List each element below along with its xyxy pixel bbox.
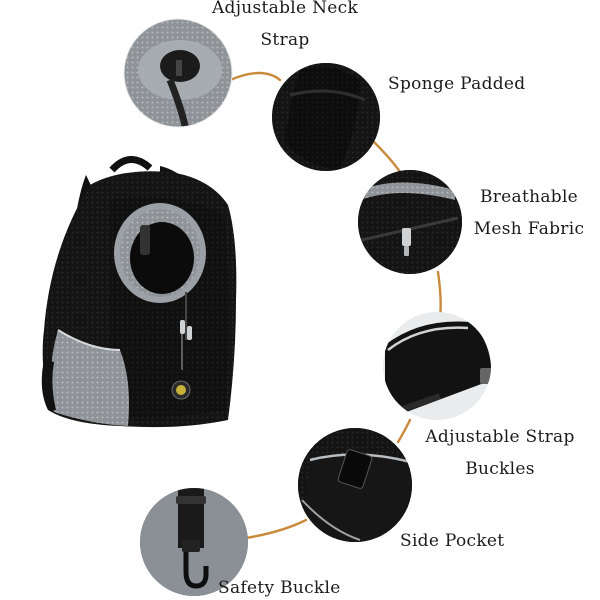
label-safety-buckle: Safety Buckle [218,578,341,598]
label-strap-buckles-line2: Buckles [465,459,535,479]
safety-clip-icon [140,488,248,596]
label-neck-strap-line2: Strap [260,30,310,50]
label-strap-buckles-line1: Adjustable Strap [425,427,575,447]
label-breathable-mesh-line1: Breathable [479,187,579,207]
label-side-pocket: Side Pocket [400,531,505,551]
label-sponge-padded: Sponge Padded [388,74,526,94]
label-breathable-mesh: Breathable Mesh Fabric [462,187,596,239]
connector-arc [228,71,442,540]
label-strap-buckles: Adjustable Strap Buckles [418,427,582,479]
label-neck-strap: Adjustable Neck Strap [210,0,360,50]
label-neck-strap-line1: Adjustable Neck [211,0,359,18]
zipper-mesh-icon [358,170,462,274]
pet-carrier-backpack-icon [41,156,237,428]
side-pocket-icon [298,428,412,542]
padded-panel-icon [272,63,380,171]
drawstring-collar-icon [123,18,233,128]
label-breathable-mesh-line2: Mesh Fabric [473,219,585,239]
strap-buckle-icon [383,312,491,420]
